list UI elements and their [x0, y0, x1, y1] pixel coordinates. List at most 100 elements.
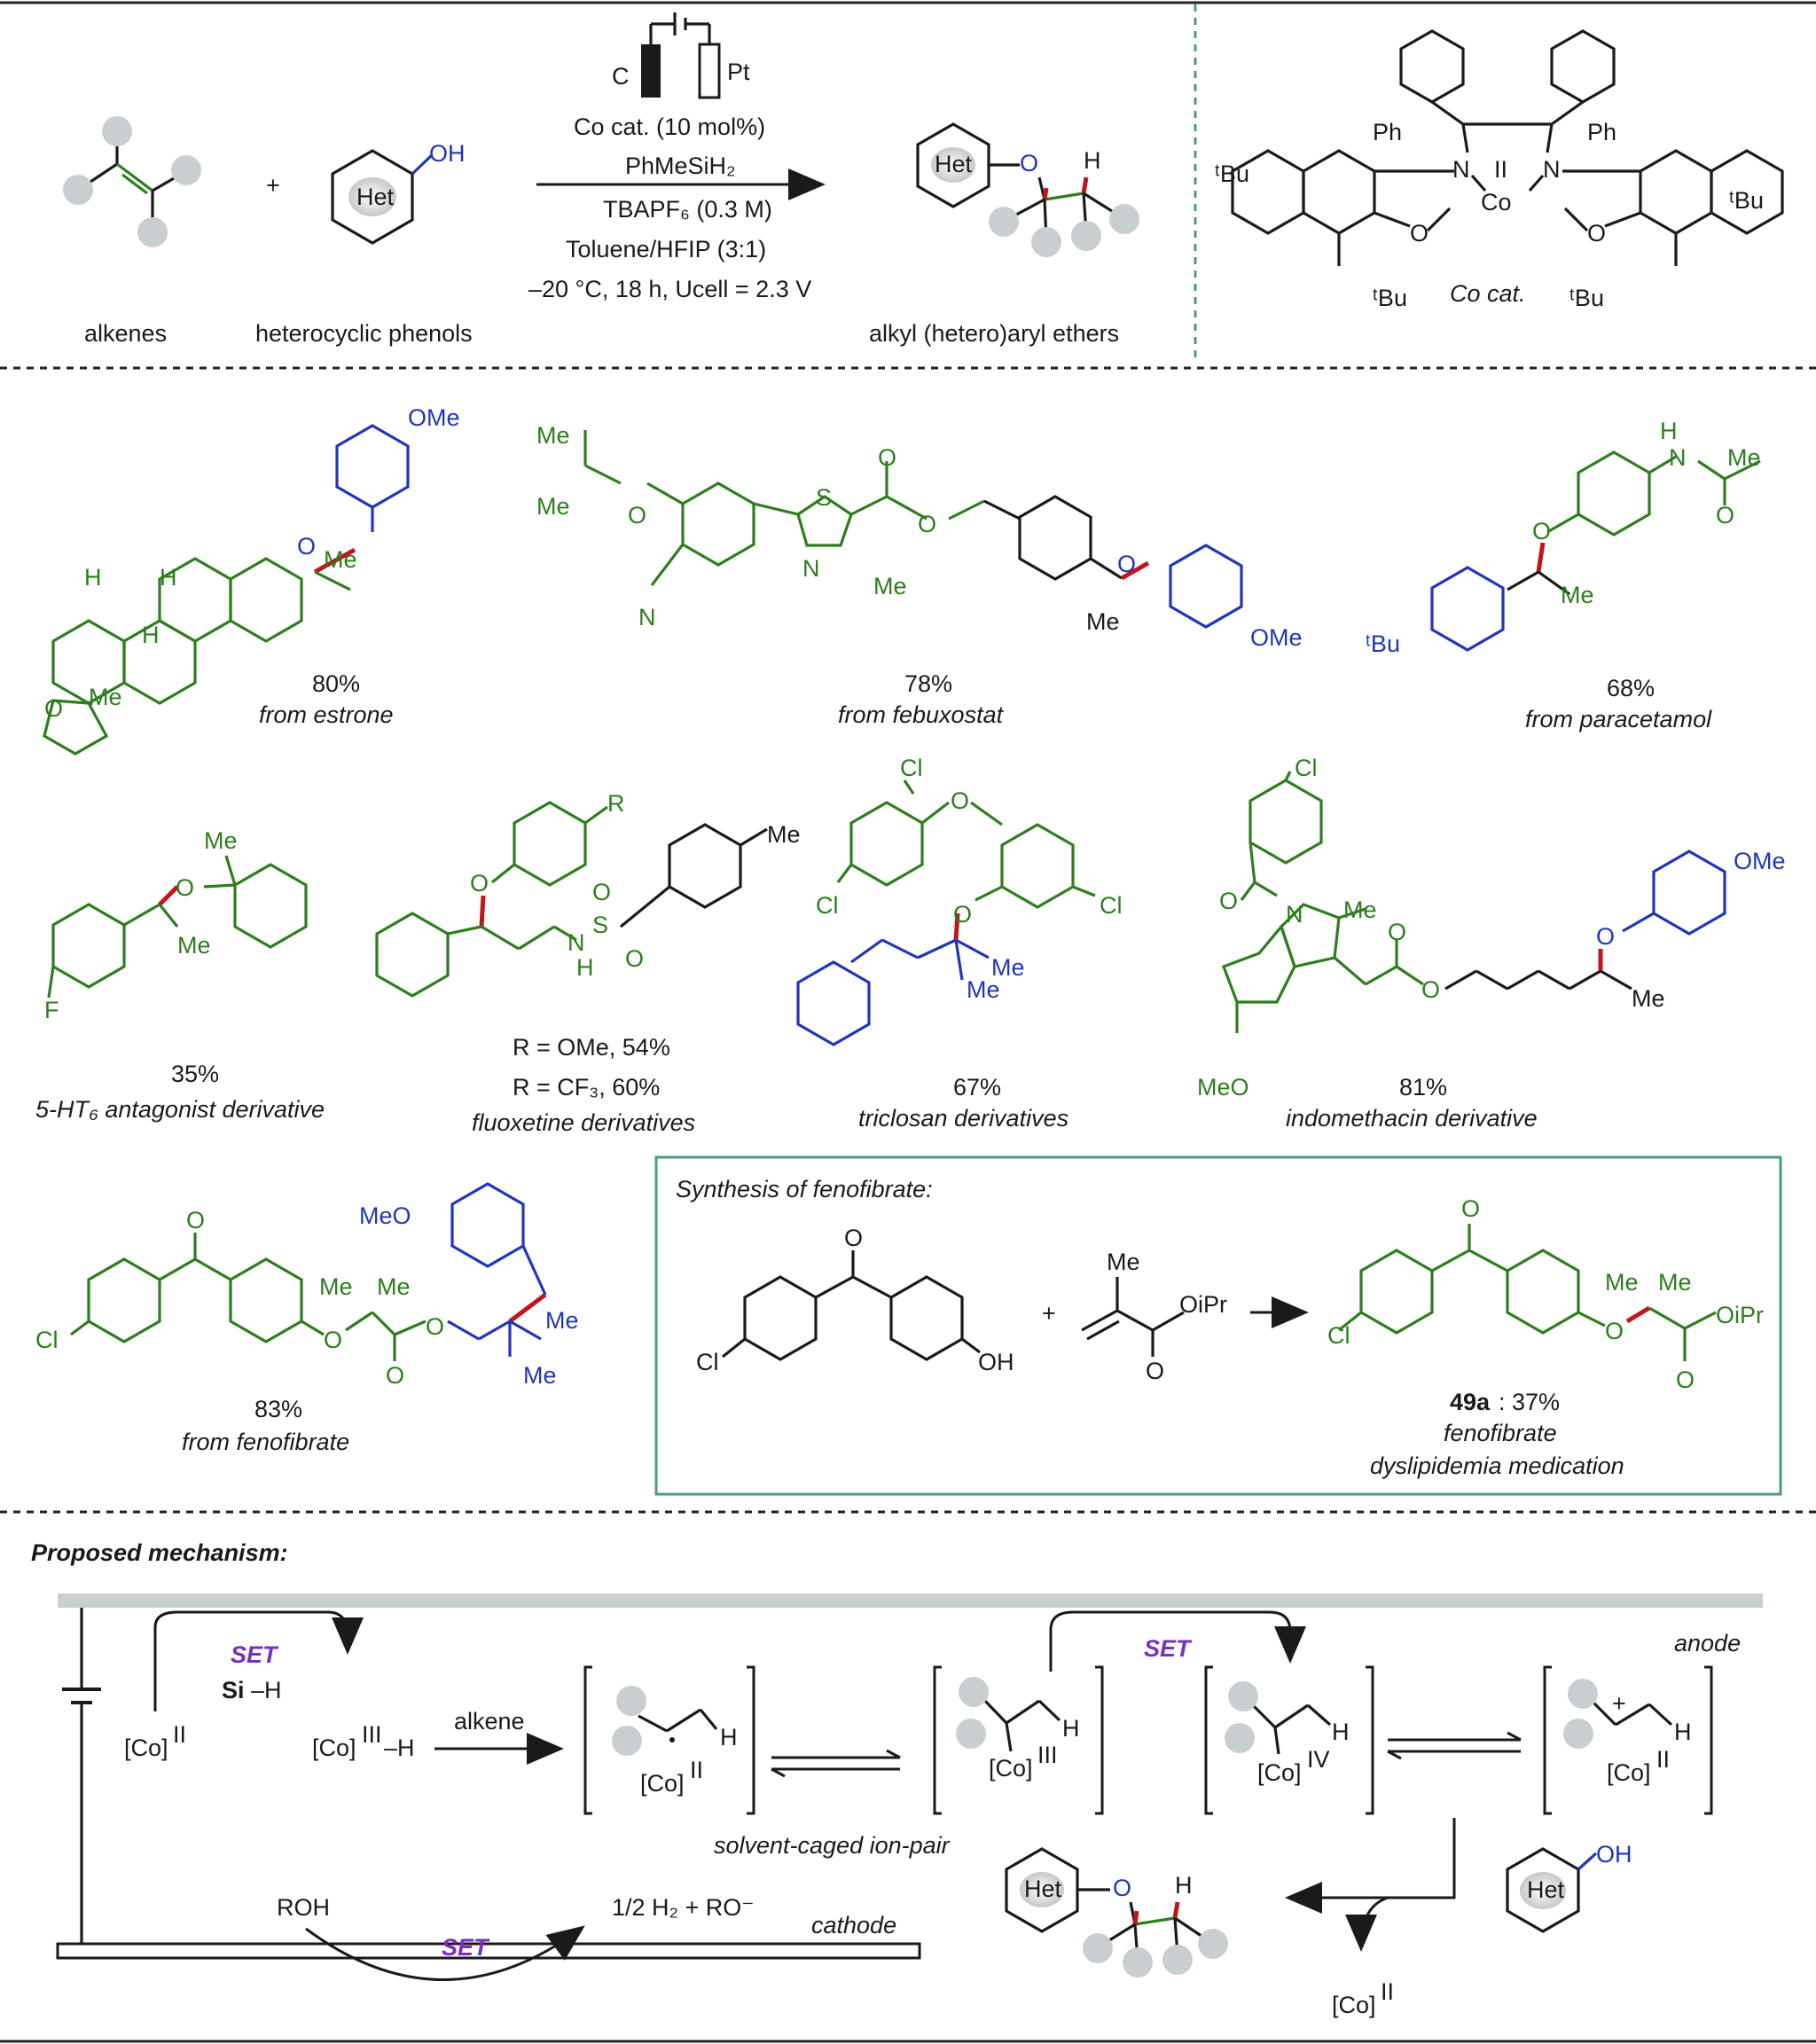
mechanism-title: Proposed mechanism: — [31, 1539, 288, 1566]
int4-co: [Co] — [1607, 1759, 1651, 1786]
cation-intermediate — [1543, 1665, 1713, 1815]
indomethacin-product — [1221, 771, 1726, 1033]
feno-me1: Me — [319, 1273, 353, 1300]
feb-me4: Me — [1086, 608, 1120, 635]
prod-o2: O — [1605, 1318, 1624, 1344]
paracetamol-product — [1430, 450, 1761, 652]
para-n: N — [1669, 444, 1687, 471]
h2-label: 1/2 H₂ + RO⁻ — [612, 1894, 755, 1921]
box-me: Me — [1107, 1249, 1140, 1275]
mech-het-label: Het — [1527, 1876, 1565, 1903]
box-yield: : 37% — [1499, 1389, 1560, 1415]
plus-sign: + — [266, 172, 280, 199]
mech-ether-o: O — [1113, 1875, 1131, 1901]
ht6-product — [47, 855, 308, 999]
estrone-h1: H — [84, 564, 102, 591]
ht6-f: F — [44, 997, 59, 1023]
box-cl: Cl — [696, 1349, 719, 1375]
source-4: 5-HT₆ antagonist derivative — [35, 1096, 325, 1123]
feb-me2: Me — [536, 493, 570, 520]
feno-me4: Me — [523, 1362, 557, 1389]
ether-product — [916, 122, 1139, 257]
estrone-h3: H — [142, 622, 160, 648]
int1-co: [Co] — [640, 1770, 685, 1797]
box-product — [1338, 1224, 1717, 1361]
cat-n-right: N — [1543, 156, 1561, 183]
feb-s: S — [816, 484, 832, 511]
cat-label: Co cat. — [1450, 280, 1526, 307]
int1-co-sup: II — [690, 1757, 703, 1783]
mech-ether-h: H — [1175, 1872, 1193, 1899]
cathode-bar — [56, 1942, 921, 1960]
ether-het-label: Het — [935, 151, 973, 177]
cathode-set-arc — [305, 1925, 585, 1981]
fluox-r: R — [607, 790, 625, 817]
estrone-ome: OMe — [408, 404, 460, 431]
source-1: from estrone — [259, 701, 394, 728]
yield-3: 68% — [1607, 675, 1655, 701]
tric-cl3: Cl — [1100, 892, 1123, 919]
alkene-label: alkene — [454, 1708, 525, 1735]
para-o2: O — [1532, 518, 1551, 544]
co3h-sup: III — [362, 1721, 382, 1748]
para-me: Me — [1727, 444, 1761, 471]
indo-meo: MeO — [1197, 1074, 1249, 1100]
fluox-me: Me — [767, 821, 801, 848]
estrone-h2: H — [160, 564, 177, 591]
anode-bar — [58, 1594, 1763, 1608]
ht6-me1: Me — [204, 827, 238, 854]
fluox-o2: O — [592, 879, 611, 905]
cat-ph-right: Ph — [1587, 119, 1616, 145]
prod-o3: O — [1676, 1367, 1695, 1393]
para-h: H — [1660, 418, 1678, 444]
yield-1: 80% — [312, 670, 360, 697]
cat-tbu-2: ᵗBu — [1729, 187, 1764, 214]
indo-cl: Cl — [1295, 755, 1318, 781]
tric-cl1: Cl — [900, 755, 923, 781]
yield-7: 81% — [1399, 1074, 1447, 1100]
estrone-me2: Me — [89, 684, 122, 710]
label-alkenes: alkenes — [84, 320, 167, 347]
int2-co: [Co] — [989, 1755, 1033, 1782]
fenofibrate-box — [654, 1155, 1782, 1496]
int4-co-sup: II — [1656, 1746, 1670, 1773]
feno-cl: Cl — [35, 1327, 59, 1353]
box-compound: 49a — [1450, 1389, 1491, 1415]
co2-end: [Co] — [1332, 1992, 1376, 2018]
estrone-o: O — [297, 533, 316, 560]
fenofibrate-derivative — [70, 1182, 547, 1361]
indo-o3: O — [1421, 976, 1440, 1003]
indo-me2: Me — [1632, 985, 1665, 1012]
box-use: dyslipidemia medication — [1370, 1453, 1624, 1479]
ht6-o: O — [176, 874, 194, 901]
fluox-o3: O — [625, 945, 644, 972]
feb-o1: O — [628, 502, 646, 529]
yield-5a: R = OMe, 54% — [513, 1034, 670, 1061]
roh-label: ROH — [277, 1894, 330, 1921]
box-title: Synthesis of fenofibrate: — [676, 1176, 933, 1202]
cat-co: Co — [1481, 189, 1512, 215]
estrone-me: Me — [324, 546, 357, 573]
para-o: O — [1716, 502, 1734, 529]
mech-ether-het: Het — [1024, 1876, 1062, 1902]
ether-h: H — [1084, 147, 1101, 174]
mech-het-phenol — [1506, 1847, 1598, 1933]
cat-tbu-3: ᵗBu — [1373, 285, 1407, 311]
electrode-pt: Pt — [727, 59, 750, 85]
cat-tbu-1: ᵗBu — [1215, 161, 1249, 187]
cat-ph-left: Ph — [1373, 119, 1402, 145]
box-reactant-phenol — [722, 1250, 981, 1361]
febuxostat-product — [583, 430, 1243, 629]
int3-co-sup: IV — [1307, 1746, 1330, 1773]
label-phenols: heterocyclic phenols — [255, 320, 473, 347]
feb-n1: N — [638, 604, 656, 630]
tric-cl2: Cl — [816, 892, 839, 919]
indo-o4: O — [1596, 923, 1615, 950]
yield-6: 67% — [953, 1074, 1001, 1100]
phenol-oh: OH — [429, 140, 466, 167]
het-label: Het — [356, 184, 395, 210]
indo-ome: OMe — [1734, 848, 1786, 874]
tric-me1: Me — [991, 954, 1025, 981]
cat-o-left: O — [1410, 220, 1429, 247]
para-me2: Me — [1561, 582, 1594, 608]
